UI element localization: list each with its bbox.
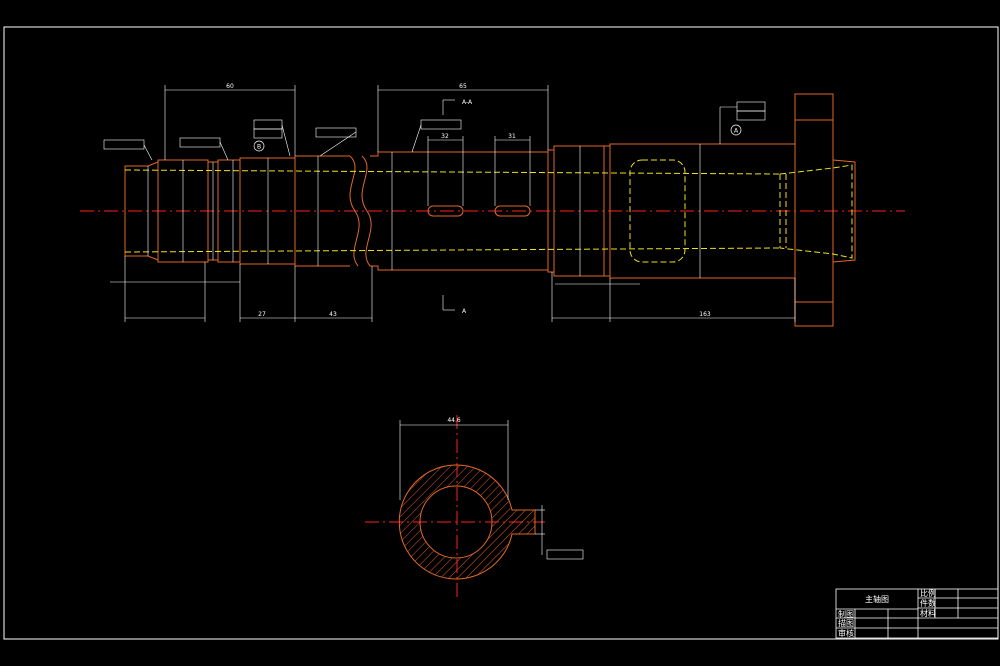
dim-key2: 31 — [508, 133, 516, 140]
drawing-frame — [3, 26, 999, 640]
title-block-count: 件数 — [920, 598, 936, 608]
title-block-checker: 审核 — [838, 628, 854, 638]
section-label-top: A-A — [462, 99, 473, 106]
section-a-a-view: 44.6 — [365, 415, 584, 600]
hidden-bore — [124, 159, 853, 263]
title-block-designer: 描图 — [838, 618, 854, 628]
dim-top-right: 65 — [459, 83, 467, 90]
section-ring — [398, 464, 536, 580]
dim-key1: 32 — [441, 133, 449, 140]
title-block-ratio: 比例 — [920, 588, 936, 598]
dim-bottom-left: 27 — [258, 311, 266, 318]
dim-bottom-right: 163 — [699, 311, 711, 318]
title-block-drafter: 制图 — [838, 609, 854, 619]
datum-a: A — [730, 124, 742, 136]
datum-b: B — [253, 140, 265, 152]
tolerance-frames — [103, 101, 766, 161]
section-label-bottom: A — [462, 308, 467, 315]
title-block — [835, 588, 999, 639]
keyways — [427, 205, 531, 217]
svg-text:A: A — [734, 128, 739, 135]
shaft-main-view: B A 60 65 32 31 27 43 163 A-A A — [80, 83, 905, 327]
dim-overall-top: 60 — [226, 83, 234, 90]
dim-bottom-mid: 43 — [329, 311, 337, 318]
shaft-outline — [124, 93, 856, 327]
svg-text:B: B — [257, 144, 261, 151]
title-block-title: 主轴图 — [865, 594, 889, 604]
dimension-lines — [110, 85, 796, 322]
title-block-material: 材料 — [920, 608, 936, 618]
dim-section-width: 44.6 — [447, 417, 461, 424]
